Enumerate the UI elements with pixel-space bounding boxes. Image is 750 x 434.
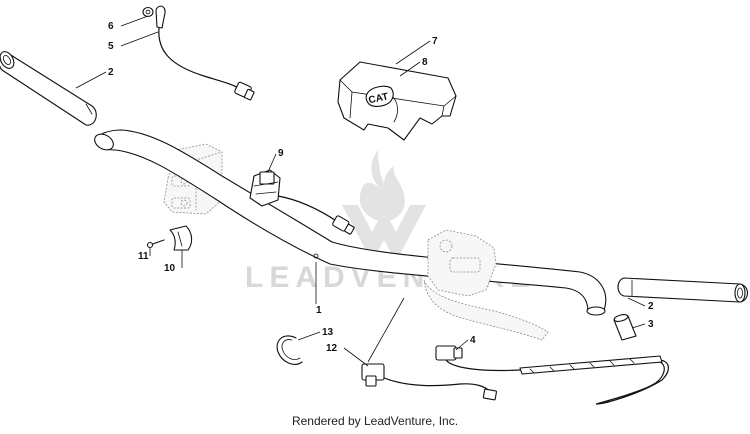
part-11-screw (146, 239, 165, 249)
footer-credit: Rendered by LeadVenture, Inc. (291, 414, 459, 428)
part-10-bar-clip (169, 225, 193, 251)
callout-10: 10 (164, 263, 176, 274)
callout-labels: 6 5 2 7 8 9 11 10 1 2 3 13 12 4 (108, 21, 654, 354)
callout-4: 4 (470, 335, 476, 346)
callout-13: 13 (322, 327, 334, 338)
callout-2-right-grip: 2 (648, 301, 654, 312)
cover-logo-text: CAT (368, 91, 390, 106)
callout-7: 7 (432, 36, 438, 47)
part-5-thumb-warmer-wire (155, 5, 255, 101)
part-12-throttle-harness (361, 363, 497, 401)
callout-12: 12 (326, 343, 338, 354)
part-2-right-grip (617, 277, 749, 303)
callout-1: 1 (316, 305, 322, 316)
part-2-left-grip (0, 51, 97, 126)
callout-6: 6 (108, 21, 114, 32)
callout-5: 5 (108, 41, 114, 52)
flame-logo-icon (342, 150, 426, 262)
throttle-brake-assembly-ghost (423, 229, 549, 341)
callout-11: 11 (138, 251, 149, 262)
part-9-switch-assembly (249, 169, 355, 235)
cat-logo-icon: CAT (365, 85, 394, 107)
part-8-handlebar-cover: CAT (337, 61, 457, 141)
part-3-end-cap (613, 314, 637, 341)
part-4-throttle-warmer (435, 345, 669, 405)
part-6-o-ring (142, 6, 154, 18)
callout-2-left-grip: 2 (108, 67, 114, 78)
callout-3: 3 (648, 319, 654, 330)
callout-8: 8 (422, 57, 428, 68)
callout-9: 9 (278, 148, 284, 159)
leader-lines (75, 15, 646, 367)
part-13-snap-ring (276, 335, 303, 365)
